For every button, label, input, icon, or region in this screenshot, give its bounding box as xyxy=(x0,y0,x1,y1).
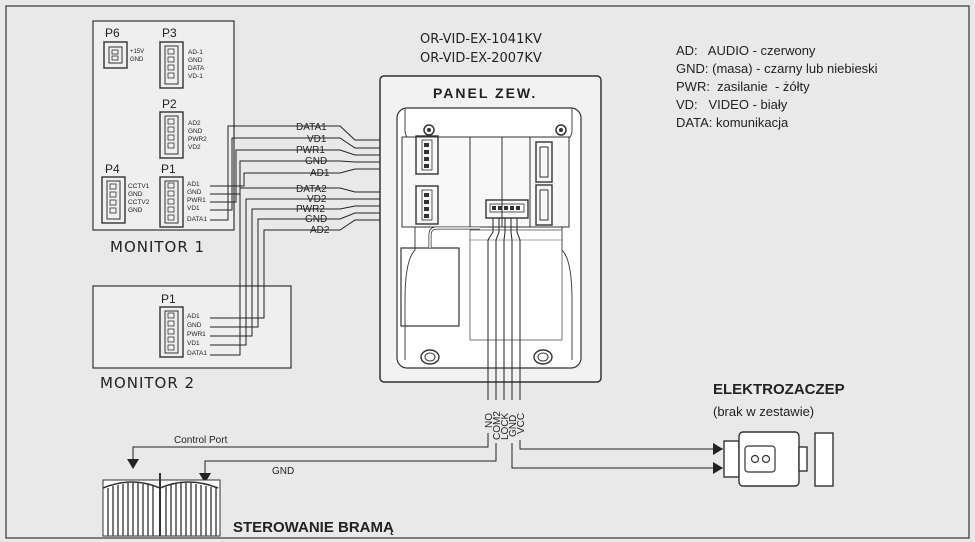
p4-name: P4 xyxy=(105,162,120,176)
legend-line: GND: (masa) - czarny lub niebieski xyxy=(676,61,878,76)
wire-label: GND xyxy=(305,156,327,167)
panel-title: PANEL ZEW. xyxy=(433,85,537,101)
panel-model-1: OR-VID-EX-1041KV xyxy=(420,32,542,47)
p6-pin: GND xyxy=(130,57,144,63)
p3-pin: GND xyxy=(188,57,203,64)
lock-icon xyxy=(723,431,834,487)
panel-model-2: OR-VID-EX-2007KV xyxy=(420,51,542,66)
wire-label: VD1 xyxy=(307,134,327,145)
legend: AD: AUDIO - czerwony GND: (masa) - czarn… xyxy=(676,43,878,130)
lock-title: ELEKTROZACZEP xyxy=(713,381,845,398)
wires-monitor1 xyxy=(210,125,403,221)
bottom-pin-label: COM2 xyxy=(492,411,503,440)
p4-pin: GND xyxy=(128,207,143,214)
p4-pin: CCTV1 xyxy=(128,183,150,190)
p3-pin: VD-1 xyxy=(188,73,203,80)
m1-p1-connector xyxy=(159,176,184,228)
m2-p1-pin: AD1 xyxy=(187,313,200,320)
wire-label: GND xyxy=(305,214,327,225)
bottom-pin-label: GND xyxy=(508,415,519,437)
p6-name: P6 xyxy=(105,26,120,40)
gate-icon xyxy=(102,473,221,537)
p6-pin: +15V xyxy=(130,49,144,55)
m2-p1-pin: GND xyxy=(187,322,202,329)
m2-p1-connector xyxy=(159,306,184,358)
arrow-down-icon xyxy=(127,459,139,469)
panel-connector-2 xyxy=(415,185,439,225)
wire-label: DATA1 xyxy=(296,122,327,133)
p4-pin: GND xyxy=(128,191,143,198)
panel-connector-bottom xyxy=(485,199,529,219)
panel-connector-right-1 xyxy=(535,141,553,183)
panel-connector-right-2 xyxy=(535,184,553,226)
legend-line: PWR: zasilanie - żółty xyxy=(676,79,810,94)
wires-monitor2 xyxy=(210,187,403,356)
arrow-down-icon xyxy=(199,473,211,483)
p2-connector xyxy=(159,111,184,159)
monitor1-label: MONITOR 1 xyxy=(110,238,205,256)
m1-p1-pin: DATA1 xyxy=(187,216,207,223)
p3-pin: DATA xyxy=(188,65,205,72)
arrow-right-icon xyxy=(713,462,723,474)
outer-frame xyxy=(5,5,970,539)
m1-p1-pin: PWR1 xyxy=(187,197,206,204)
panel-connector-1 xyxy=(415,135,439,175)
wires-gate-lock xyxy=(132,433,723,474)
control-port-label: Control Port xyxy=(174,435,228,446)
arrow-right-icon xyxy=(713,443,723,455)
legend-line: AD: AUDIO - czerwony xyxy=(676,43,816,58)
legend-line: DATA: komunikacja xyxy=(676,115,789,130)
p6-connector xyxy=(103,41,128,69)
legend-line: VD: VIDEO - biały xyxy=(676,97,788,112)
wire-label: PWR1 xyxy=(296,145,325,156)
p4-connector xyxy=(101,176,126,224)
p2-pin: PWR2 xyxy=(188,136,207,143)
wire-label: DATA2 xyxy=(296,184,327,195)
wire-label: PWR2 xyxy=(296,204,325,215)
p2-pin: GND xyxy=(188,128,203,135)
p2-pin: AD2 xyxy=(188,120,201,127)
bottom-pin-label: NO xyxy=(484,413,495,428)
p3-name: P3 xyxy=(162,26,177,40)
lock-subtitle: (brak w zestawie) xyxy=(713,404,814,419)
m1-p1-pin: AD1 xyxy=(187,181,200,188)
wire-label: VD2 xyxy=(307,194,327,205)
m1-p1-name: P1 xyxy=(161,162,176,176)
p2-name: P2 xyxy=(162,97,177,111)
wire-label: AD1 xyxy=(310,168,330,179)
p4-pin: CCTV2 xyxy=(128,199,150,206)
m2-p1-pin: PWR1 xyxy=(187,331,206,338)
bottom-pin-label: LOCK xyxy=(500,412,511,440)
gnd-label: GND xyxy=(272,466,294,477)
p2-pin: VD2 xyxy=(188,144,201,151)
monitor1-box xyxy=(92,20,235,231)
m1-p1-pin: VD1 xyxy=(187,205,200,212)
m2-p1-pin: VD1 xyxy=(187,340,200,347)
m1-p1-pin: GND xyxy=(187,189,202,196)
p3-connector xyxy=(159,41,184,89)
wire-label: AD2 xyxy=(310,225,330,236)
wires-bottom xyxy=(487,218,521,400)
p3-pin: AD-1 xyxy=(188,49,203,56)
monitor2-label: MONITOR 2 xyxy=(100,374,195,392)
m2-p1-pin: DATA1 xyxy=(187,350,207,357)
gate-title: STEROWANIE BRAMĄ xyxy=(233,519,394,536)
bottom-pin-label: VCC xyxy=(516,413,527,434)
m2-p1-name: P1 xyxy=(161,292,176,306)
